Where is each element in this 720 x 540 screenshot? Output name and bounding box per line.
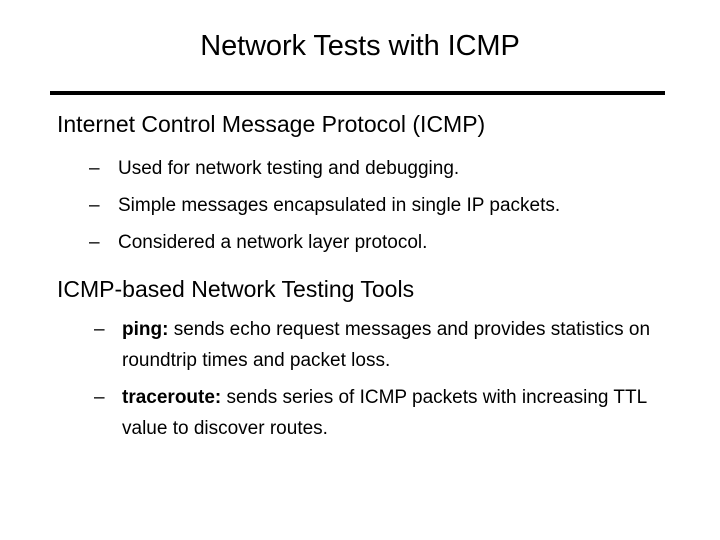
list-item: – Simple messages encapsulated in single… bbox=[0, 187, 720, 224]
list-item-text: Used for network testing and debugging. bbox=[118, 158, 460, 179]
list-item: – Considered a network layer protocol. bbox=[0, 224, 720, 261]
list-item-term: traceroute: bbox=[122, 387, 227, 408]
content-section-tools: ICMP-based Network Testing Tools – ping:… bbox=[0, 273, 720, 444]
bullet-list-tools: – ping: sends echo request messages and … bbox=[0, 314, 720, 444]
list-item: – traceroute: sends series of ICMP packe… bbox=[0, 382, 720, 444]
dash-bullet-icon: – bbox=[94, 319, 110, 340]
dash-bullet-icon: – bbox=[89, 195, 105, 216]
dash-bullet-icon: – bbox=[89, 158, 105, 179]
list-item-text: sends echo request messages and provides… bbox=[122, 319, 651, 371]
content-section-icmp: Internet Control Message Protocol (ICMP)… bbox=[0, 108, 720, 261]
list-item-text: sends series of ICMP packets with increa… bbox=[122, 387, 647, 439]
list-item: – Used for network testing and debugging… bbox=[0, 150, 720, 187]
dash-bullet-icon: – bbox=[94, 387, 110, 408]
list-item-text: Simple messages encapsulated in single I… bbox=[118, 195, 561, 216]
list-item: – ping: sends echo request messages and … bbox=[0, 314, 720, 376]
list-item-term: ping: bbox=[122, 319, 174, 340]
slide-title-block: Network Tests with ICMP bbox=[0, 28, 720, 64]
slide-body: Internet Control Message Protocol (ICMP)… bbox=[0, 108, 720, 444]
page-title: Network Tests with ICMP bbox=[200, 30, 520, 62]
dash-bullet-icon: – bbox=[89, 232, 105, 253]
bullet-list-icmp: – Used for network testing and debugging… bbox=[0, 150, 720, 261]
list-item-text: Considered a network layer protocol. bbox=[118, 232, 428, 253]
section-heading-tools: ICMP-based Network Testing Tools bbox=[57, 276, 415, 302]
section-heading-icmp: Internet Control Message Protocol (ICMP) bbox=[57, 111, 486, 137]
title-divider-rule bbox=[50, 91, 665, 95]
